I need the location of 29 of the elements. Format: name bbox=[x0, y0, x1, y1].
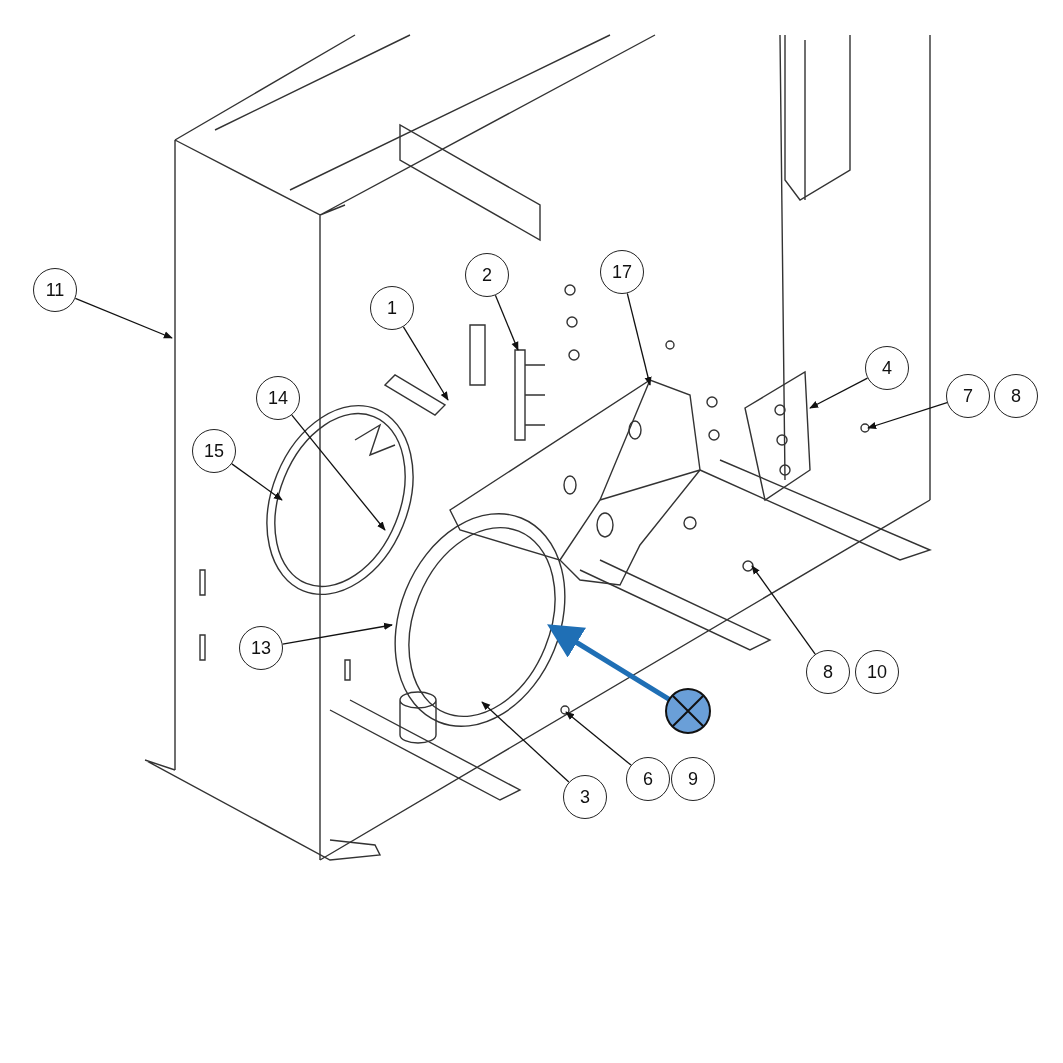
leader-line bbox=[282, 622, 393, 645]
callout-number: 9 bbox=[671, 757, 715, 801]
leader-line bbox=[481, 701, 570, 783]
leader-line bbox=[809, 377, 869, 409]
callout-number: 14 bbox=[256, 376, 300, 420]
callout-number: 7 bbox=[946, 374, 990, 418]
leader-line bbox=[751, 565, 816, 655]
callout-number: 2 bbox=[465, 253, 509, 297]
callout-number: 8 bbox=[806, 650, 850, 694]
arrow bbox=[547, 624, 671, 702]
cross-circle-icon bbox=[664, 687, 712, 735]
callout-number: 4 bbox=[865, 346, 909, 390]
callout-number: 3 bbox=[563, 775, 607, 819]
callout-number: 6 bbox=[626, 757, 670, 801]
leader-line bbox=[867, 402, 948, 429]
leader-line bbox=[291, 414, 386, 531]
leader-line bbox=[494, 294, 519, 351]
callout-number: 10 bbox=[855, 650, 899, 694]
leader-line bbox=[74, 297, 173, 339]
callout-number: 13 bbox=[239, 626, 283, 670]
callout-number: 17 bbox=[600, 250, 644, 294]
leader-line bbox=[402, 326, 449, 401]
callout-number: 15 bbox=[192, 429, 236, 473]
leader-line bbox=[231, 463, 283, 501]
leader-line bbox=[626, 292, 652, 386]
callout-number: 8 bbox=[994, 374, 1038, 418]
callout-number: 11 bbox=[33, 268, 77, 312]
callout-number: 1 bbox=[370, 286, 414, 330]
leader-line bbox=[565, 711, 632, 766]
